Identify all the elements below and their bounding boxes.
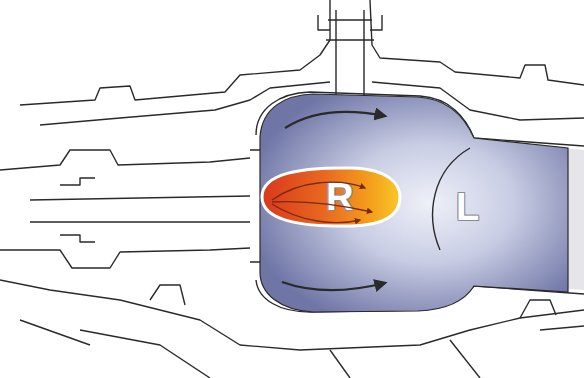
combustion-chamber: LR bbox=[258, 92, 568, 314]
zone-letter: R bbox=[326, 177, 353, 217]
recirculation-zone: R bbox=[262, 165, 400, 229]
zone-letter: L bbox=[456, 187, 479, 227]
